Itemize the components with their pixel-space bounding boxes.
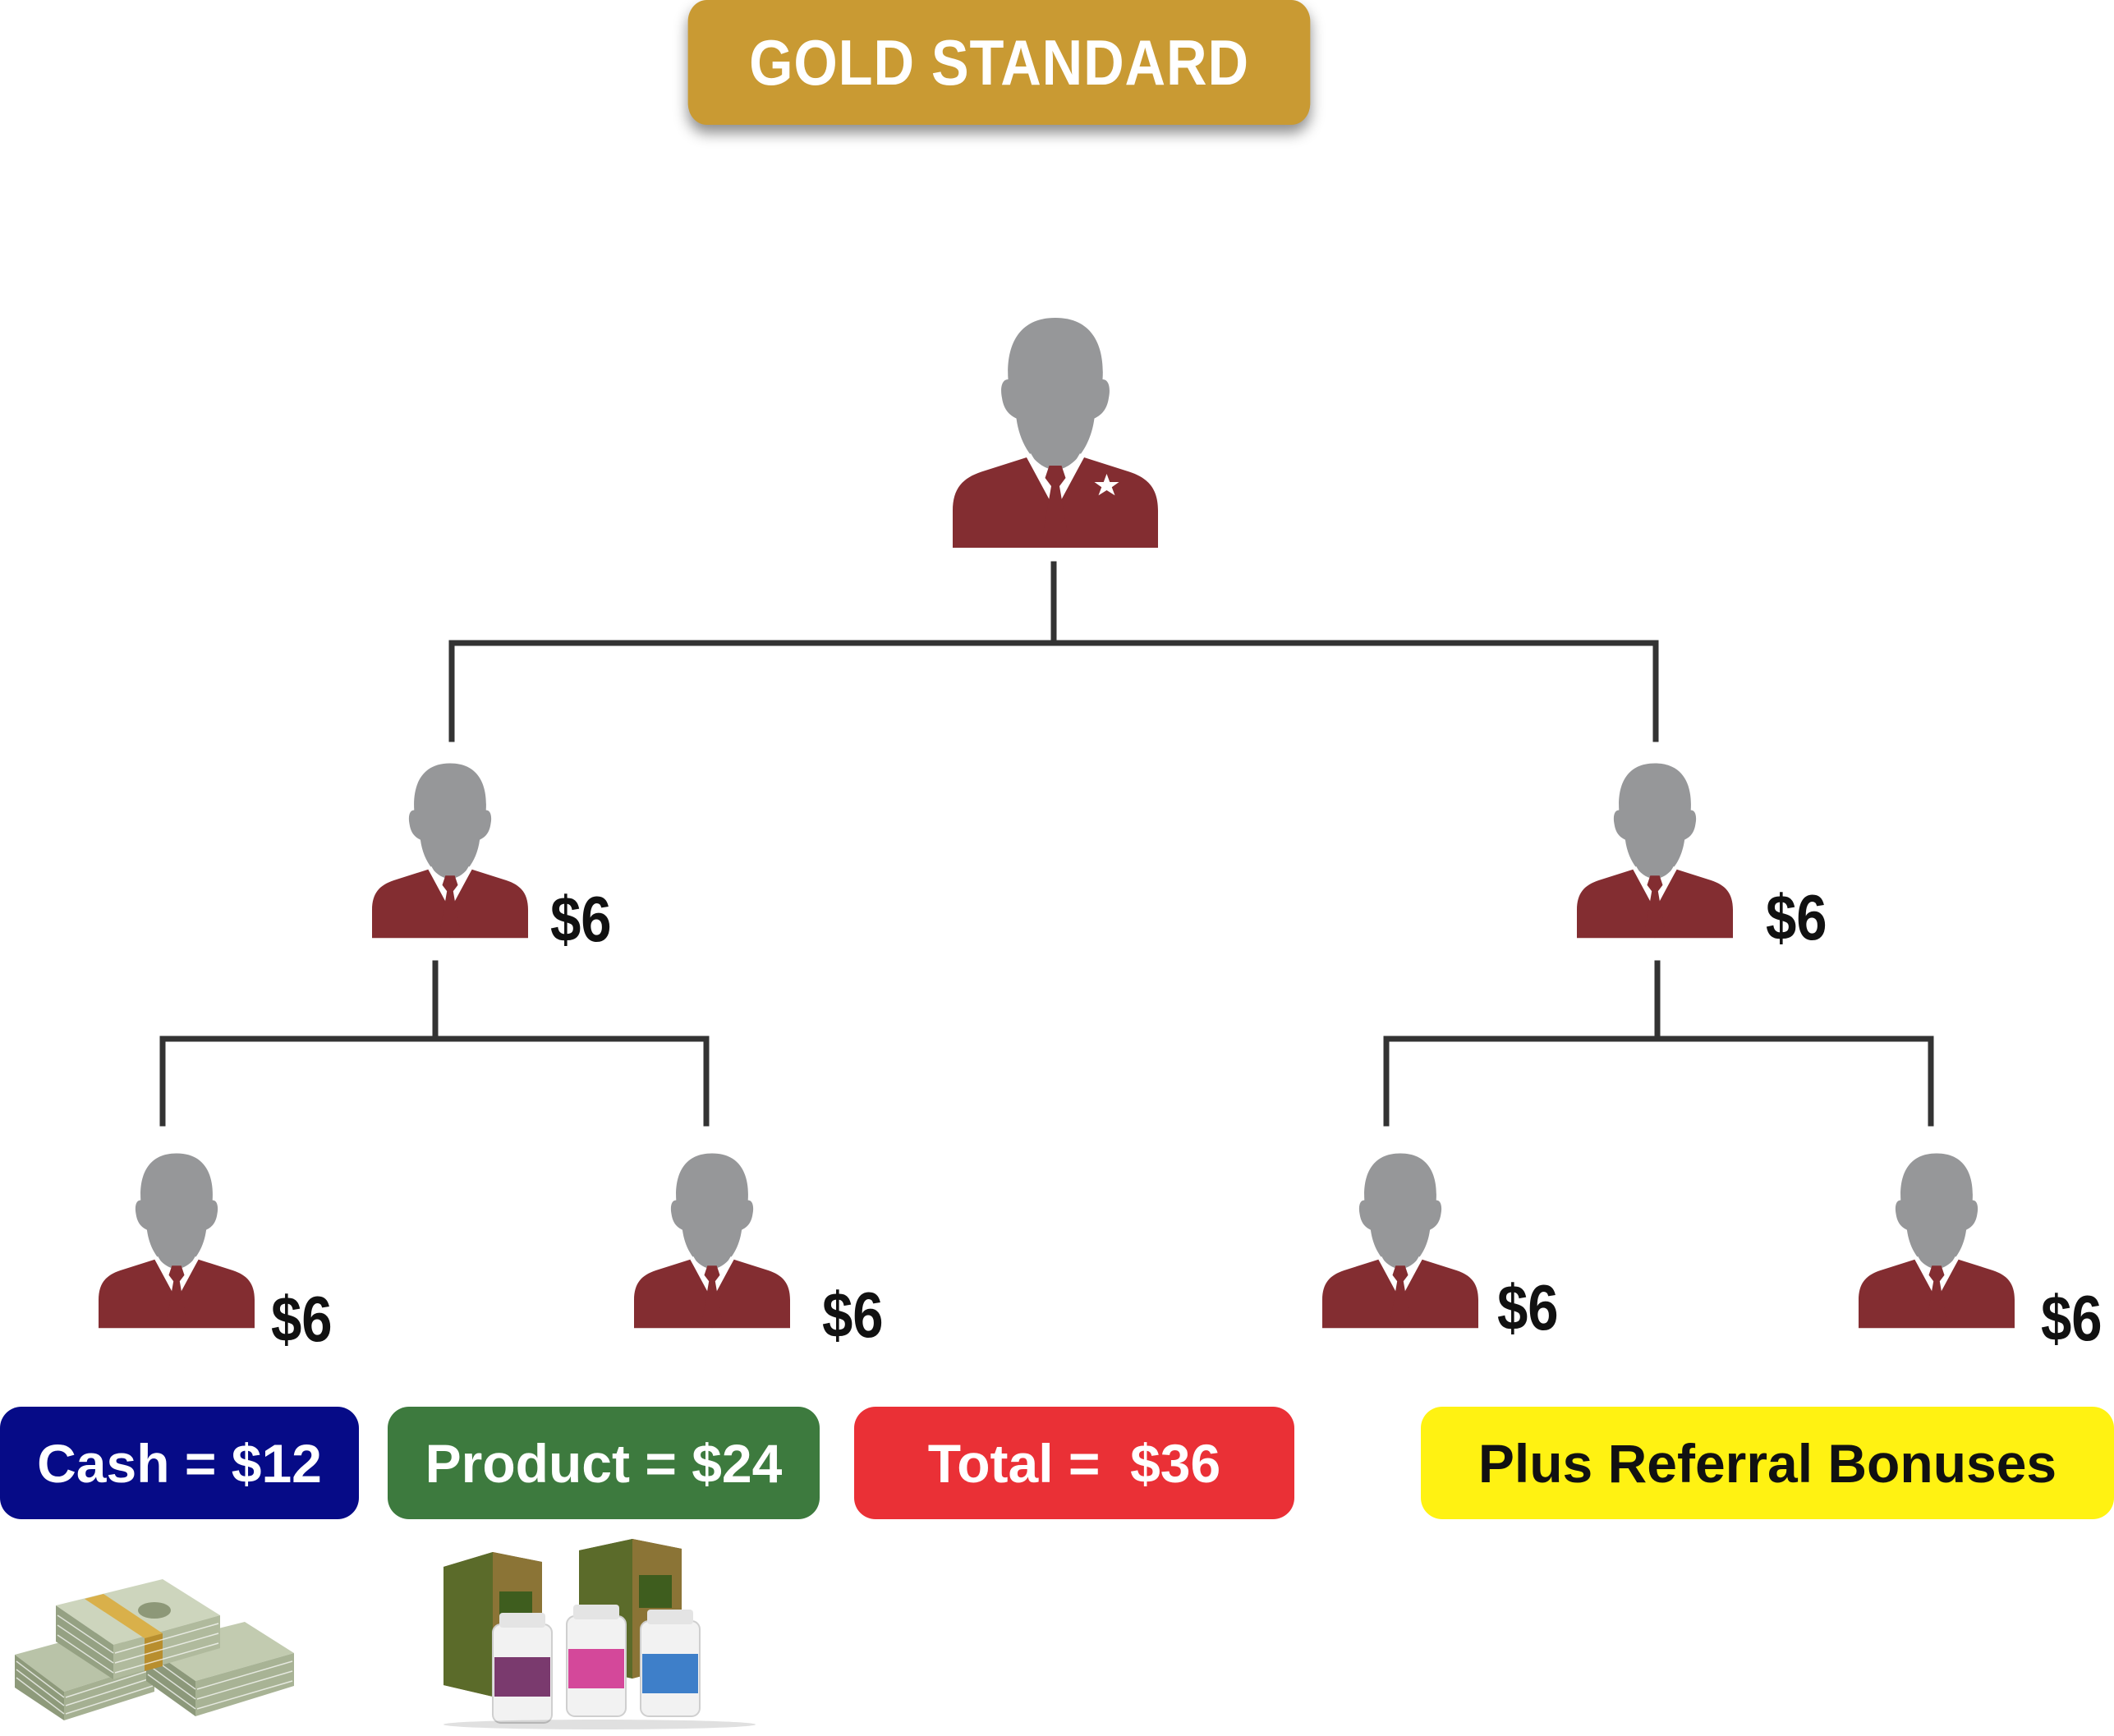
money-stacks-icon: [15, 1579, 294, 1720]
referral-bonus-label: Plus Referral Bonuses: [1478, 1432, 2057, 1494]
payout-label: $6: [822, 1279, 884, 1351]
root-person-icon: [953, 318, 1158, 548]
cash-label: Cash = $12: [37, 1432, 322, 1494]
payout-label: $6: [1766, 881, 1827, 953]
person-icon: [1322, 1153, 1478, 1329]
total-pill: Total = $36: [854, 1407, 1294, 1519]
referral-bonus-pill: Plus Referral Bonuses: [1421, 1407, 2114, 1519]
payout-label: $6: [2041, 1282, 2103, 1354]
person-icon: [1577, 763, 1733, 939]
payout-label: $6: [1497, 1271, 1559, 1343]
person-icon: [99, 1153, 255, 1329]
title-text: GOLD STANDARD: [749, 25, 1249, 99]
payout-label: $6: [550, 883, 612, 955]
tea-boxes-and-supplement-bottles-icon: [443, 1539, 756, 1729]
product-label: Product = $24: [425, 1432, 783, 1494]
title-banner: GOLD STANDARD: [687, 0, 1311, 125]
total-label: Total = $36: [927, 1432, 1221, 1494]
person-icon: [372, 763, 528, 939]
product-pill: Product = $24: [388, 1407, 820, 1519]
payout-label: $6: [271, 1283, 333, 1355]
person-icon: [1859, 1153, 2015, 1329]
cash-pill: Cash = $12: [0, 1407, 359, 1519]
person-icon: [634, 1153, 790, 1329]
